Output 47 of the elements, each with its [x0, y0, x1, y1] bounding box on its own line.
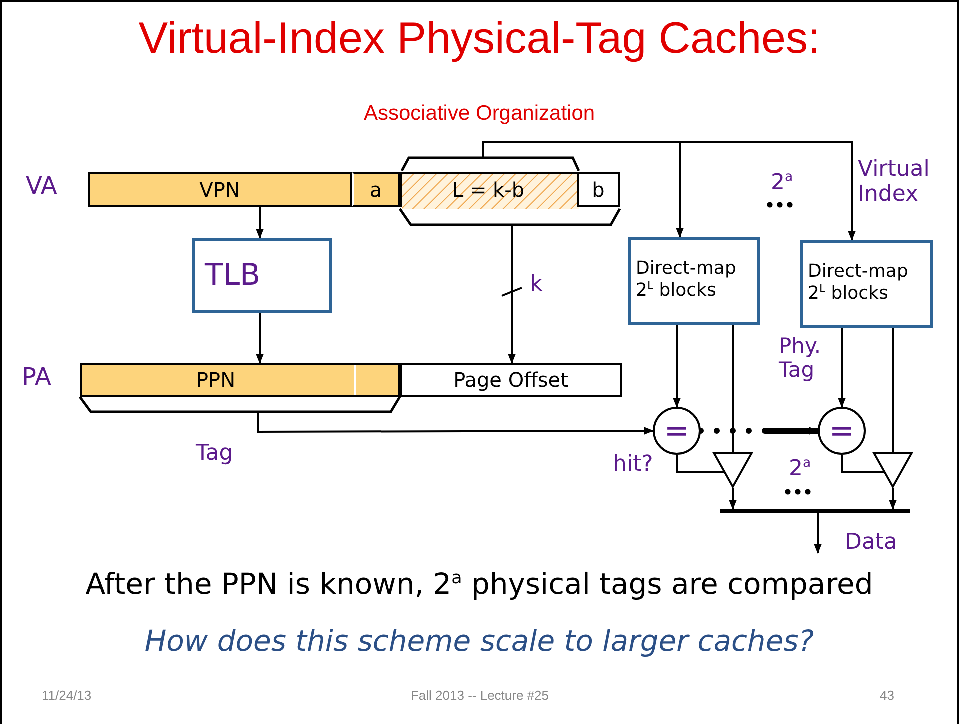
address-field: L = k-b — [400, 172, 577, 207]
signal-label: Virtual Index — [858, 157, 931, 208]
buffer-triangle — [713, 452, 753, 488]
question-text: How does this scheme scale to larger caches? — [144, 624, 814, 658]
arrow — [256, 313, 264, 364]
address-field: a — [352, 172, 400, 207]
signal-label: hit? — [613, 452, 654, 477]
arrow — [257, 413, 654, 436]
arrow — [838, 328, 846, 408]
buffer-triangle — [873, 452, 913, 488]
slide-title: Virtual-Index Physical-Tag Caches: — [138, 14, 822, 64]
cache-box: Direct-map 2$^{L}$ blocks — [628, 237, 760, 325]
arrow — [814, 513, 822, 554]
data-bus — [720, 509, 910, 513]
connector-line — [841, 455, 884, 473]
address-field: VPN — [88, 172, 352, 207]
count-label: 2$^{a}$ — [771, 170, 794, 196]
bracket — [400, 209, 620, 226]
subtitle: Associative Organization — [364, 102, 596, 126]
count-label: 2$^{a}$ — [789, 456, 812, 482]
address-field: b — [577, 172, 620, 207]
date-footer: 11/24/13 — [42, 688, 92, 703]
tlb-box: TLB — [192, 238, 332, 313]
summary-text: After the PPN is known, 2$^{a}$ physical tags are compared — [86, 567, 874, 601]
arrow — [889, 488, 897, 510]
arrow — [673, 325, 681, 408]
cache-box: Direct-map 2$^{L}$ blocks — [800, 240, 933, 328]
page-number: 43 — [880, 688, 894, 703]
address-field: Page Offset — [400, 363, 622, 397]
arrow — [729, 488, 737, 510]
arrow — [482, 141, 856, 241]
bracket — [80, 397, 400, 413]
field-label: Tag — [196, 441, 234, 466]
connector-line — [892, 328, 894, 452]
address-label: PA — [22, 363, 52, 391]
signal-label: Phy. Tag — [779, 334, 822, 382]
arrow — [256, 207, 264, 239]
footer-text: Fall 2013 -- Lecture #25 — [410, 688, 550, 703]
address-label: VA — [26, 172, 58, 200]
comparator-circle: = — [653, 407, 701, 455]
comparator-circle: = — [818, 407, 866, 455]
connector-line — [732, 325, 734, 452]
connector-line — [676, 455, 724, 473]
arrow — [508, 226, 516, 364]
bracket — [402, 157, 579, 171]
signal-label: Data — [845, 530, 898, 555]
address-field: PPN — [80, 363, 400, 397]
